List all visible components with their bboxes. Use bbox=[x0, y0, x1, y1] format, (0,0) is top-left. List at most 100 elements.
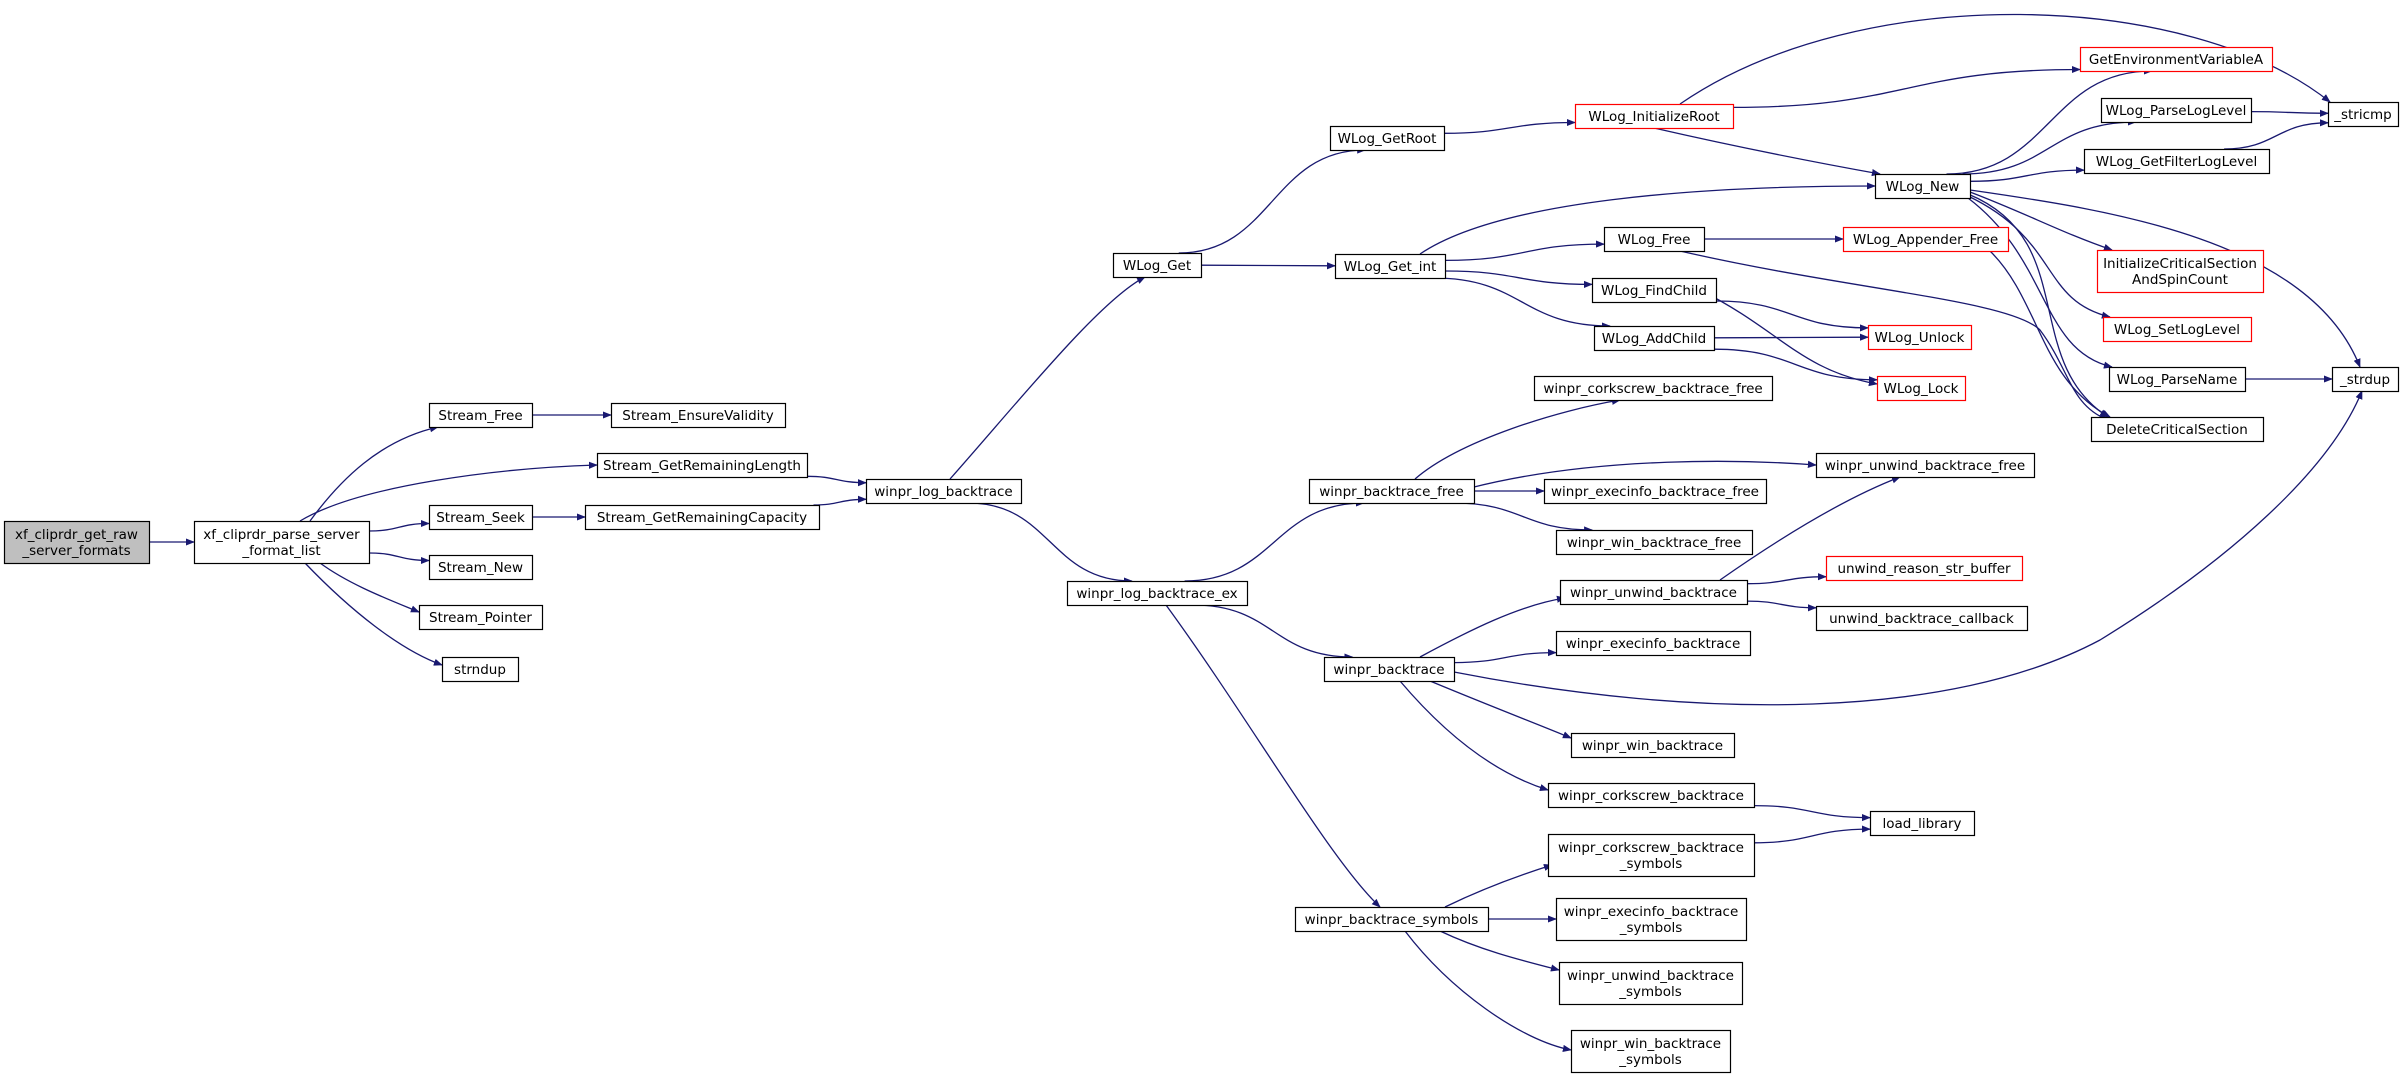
edge-unwind_bt-to-unwind_bt_cb bbox=[1746, 600, 1817, 612]
node-label-stream_pointer: Stream_Pointer bbox=[429, 610, 532, 626]
node-cs_bt_free[interactable]: winpr_corkscrew_backtrace_free bbox=[1533, 375, 1774, 402]
node-execinfo_bt_sym[interactable]: winpr_execinfo_backtrace_symbols bbox=[1555, 897, 1748, 942]
node-box-unwind_bt_free bbox=[1815, 452, 2036, 479]
nodes-layer: xf_cliprdr_get_raw_server_formatsxf_clip… bbox=[3, 46, 2400, 1074]
node-stream_free[interactable]: Stream_Free bbox=[428, 402, 534, 429]
node-unwind_bt[interactable]: winpr_unwind_backtrace bbox=[1559, 579, 1749, 606]
node-box-delete_cs bbox=[2090, 416, 2265, 443]
node-box-parse bbox=[193, 520, 371, 565]
node-strdup[interactable]: _strdup bbox=[2331, 366, 2400, 393]
node-box-wlog_getroot bbox=[1329, 125, 1446, 152]
node-getenv[interactable]: GetEnvironmentVariableA bbox=[2079, 46, 2274, 73]
node-label-wlog_lock: WLog_Lock bbox=[1884, 381, 1959, 397]
node-unwind_reason[interactable]: unwind_reason_str_buffer bbox=[1825, 555, 2024, 582]
node-label-strndup: strndup bbox=[454, 662, 506, 678]
node-label-wlog_get_int: WLog_Get_int bbox=[1344, 259, 1437, 275]
edge-bt_free-to-cs_bt_free bbox=[1414, 397, 1621, 480]
node-win_bt[interactable]: winpr_win_backtrace bbox=[1570, 732, 1736, 759]
node-label-unwind_bt_free: winpr_unwind_backtrace_free bbox=[1825, 458, 2025, 474]
node-stream_ensure[interactable]: Stream_EnsureValidity bbox=[610, 402, 787, 429]
edge-wlog_get-to-wlog_get_int bbox=[1200, 262, 1336, 270]
node-box-unwind_bt_cb bbox=[1815, 605, 2029, 632]
node-cs_bt[interactable]: winpr_corkscrew_backtrace bbox=[1547, 782, 1756, 809]
edge-wlog_get_int-to-wlog_free bbox=[1444, 240, 1605, 262]
node-box-wlog_get_int bbox=[1334, 253, 1447, 280]
node-box-unwind_bt bbox=[1559, 579, 1749, 606]
edge-wlog_new-to-init_cs bbox=[1969, 191, 2113, 251]
node-stream_getrem_cap[interactable]: Stream_GetRemainingCapacity bbox=[584, 504, 821, 531]
node-label-parse-line-1: _format_list bbox=[241, 543, 320, 559]
node-unwind_bt_free[interactable]: winpr_unwind_backtrace_free bbox=[1815, 452, 2036, 479]
edge-wlog_getfilter-to-stricmp bbox=[2224, 119, 2329, 150]
node-box-wlog_free bbox=[1603, 226, 1706, 253]
node-wlog_unlock[interactable]: WLog_Unlock bbox=[1867, 324, 1973, 351]
node-parse[interactable]: xf_cliprdr_parse_server_format_list bbox=[193, 520, 371, 565]
node-unwind_bt_sym[interactable]: winpr_unwind_backtrace_symbols bbox=[1558, 961, 1744, 1006]
node-stream_getrem_len[interactable]: Stream_GetRemainingLength bbox=[596, 452, 809, 479]
node-label-stream_ensure: Stream_EnsureValidity bbox=[622, 408, 773, 424]
node-wlog_new[interactable]: WLog_New bbox=[1874, 173, 1972, 200]
node-wlog_parseloglevel[interactable]: WLog_ParseLogLevel bbox=[2100, 97, 2253, 124]
node-stream_seek[interactable]: Stream_Seek bbox=[428, 504, 534, 531]
node-wlog_findchild[interactable]: WLog_FindChild bbox=[1591, 277, 1718, 304]
node-load_library[interactable]: load_library bbox=[1869, 810, 1976, 837]
node-wlog_initroot[interactable]: WLog_InitializeRoot bbox=[1574, 103, 1735, 130]
node-unwind_bt_cb[interactable]: unwind_backtrace_callback bbox=[1815, 605, 2029, 632]
node-wlog_appender_free[interactable]: WLog_Appender_Free bbox=[1842, 226, 2010, 253]
node-box-cs_bt bbox=[1547, 782, 1756, 809]
edge-unwind_bt-to-unwind_bt_free bbox=[1719, 476, 1901, 581]
node-strndup[interactable]: strndup bbox=[441, 656, 520, 683]
node-label-stream_getrem_cap: Stream_GetRemainingCapacity bbox=[597, 510, 807, 526]
node-wlog_get_int[interactable]: WLog_Get_int bbox=[1334, 253, 1447, 280]
node-bt_free[interactable]: winpr_backtrace_free bbox=[1308, 478, 1476, 505]
node-wlog_parsename[interactable]: WLog_ParseName bbox=[2108, 366, 2247, 393]
node-box-wlog_parseloglevel bbox=[2100, 97, 2253, 124]
node-label-win_bt_sym-line-1: _symbols bbox=[1618, 1052, 1682, 1068]
node-execinfo_bt_free[interactable]: winpr_execinfo_backtrace_free bbox=[1543, 478, 1768, 505]
node-root[interactable]: xf_cliprdr_get_raw_server_formats bbox=[3, 520, 151, 565]
node-box-stream_ensure bbox=[610, 402, 787, 429]
node-log_bt[interactable]: winpr_log_backtrace bbox=[865, 478, 1023, 505]
edge-log_bt-to-wlog_get bbox=[949, 276, 1146, 480]
node-stream_new[interactable]: Stream_New bbox=[428, 554, 534, 581]
node-label-root-line-0: xf_cliprdr_get_raw bbox=[15, 527, 138, 543]
node-box-stream_pointer bbox=[418, 604, 544, 631]
node-label-bt_free: winpr_backtrace_free bbox=[1319, 484, 1464, 500]
edge-bt-to-win_bt bbox=[1429, 680, 1572, 739]
node-wlog_setloglevel[interactable]: WLog_SetLogLevel bbox=[2102, 316, 2253, 343]
edge-wlog_findchild-to-wlog_unlock bbox=[1715, 300, 1869, 332]
node-stricmp[interactable]: _stricmp bbox=[2327, 101, 2400, 128]
edge-parse-to-stream_seek bbox=[368, 519, 430, 532]
node-wlog_addchild[interactable]: WLog_AddChild bbox=[1593, 325, 1716, 352]
node-win_bt_sym[interactable]: winpr_win_backtrace_symbols bbox=[1570, 1029, 1732, 1074]
node-box-log_bt_ex bbox=[1066, 580, 1249, 607]
node-wlog_getfilter[interactable]: WLog_GetFilterLogLevel bbox=[2083, 148, 2271, 175]
node-win_bt_free[interactable]: winpr_win_backtrace_free bbox=[1555, 529, 1754, 556]
edge-wlog_new-to-getenv bbox=[1946, 67, 2153, 175]
node-label-stricmp: _stricmp bbox=[2333, 107, 2392, 123]
node-box-bt_free bbox=[1308, 478, 1476, 505]
node-wlog_getroot[interactable]: WLog_GetRoot bbox=[1329, 125, 1446, 152]
node-wlog_get[interactable]: WLog_Get bbox=[1112, 252, 1203, 279]
node-log_bt_ex[interactable]: winpr_log_backtrace_ex bbox=[1066, 580, 1249, 607]
node-box-wlog_getfilter bbox=[2083, 148, 2271, 175]
node-box-win_bt_free bbox=[1555, 529, 1754, 556]
node-bt_sym[interactable]: winpr_backtrace_symbols bbox=[1294, 906, 1490, 933]
node-bt[interactable]: winpr_backtrace bbox=[1323, 656, 1456, 683]
edges-layer bbox=[148, 13, 2363, 1052]
node-box-cs_bt_free bbox=[1533, 375, 1774, 402]
node-label-init_cs-line-0: InitializeCriticalSection bbox=[2103, 256, 2257, 272]
edge-parse-to-stream_getrem_len bbox=[299, 461, 598, 522]
edge-parse-to-strndup bbox=[304, 562, 443, 666]
node-label-parse-line-0: xf_cliprdr_parse_server bbox=[203, 527, 360, 543]
node-execinfo_bt[interactable]: winpr_execinfo_backtrace bbox=[1555, 630, 1752, 657]
node-delete_cs[interactable]: DeleteCriticalSection bbox=[2090, 416, 2265, 443]
node-wlog_free[interactable]: WLog_Free bbox=[1603, 226, 1706, 253]
node-cs_bt_sym[interactable]: winpr_corkscrew_backtrace_symbols bbox=[1547, 833, 1756, 878]
edge-wlog_new-to-strdup bbox=[1969, 189, 2361, 368]
node-wlog_lock[interactable]: WLog_Lock bbox=[1876, 375, 1967, 402]
node-stream_pointer[interactable]: Stream_Pointer bbox=[418, 604, 544, 631]
node-label-wlog_getfilter: WLog_GetFilterLogLevel bbox=[2096, 154, 2257, 170]
